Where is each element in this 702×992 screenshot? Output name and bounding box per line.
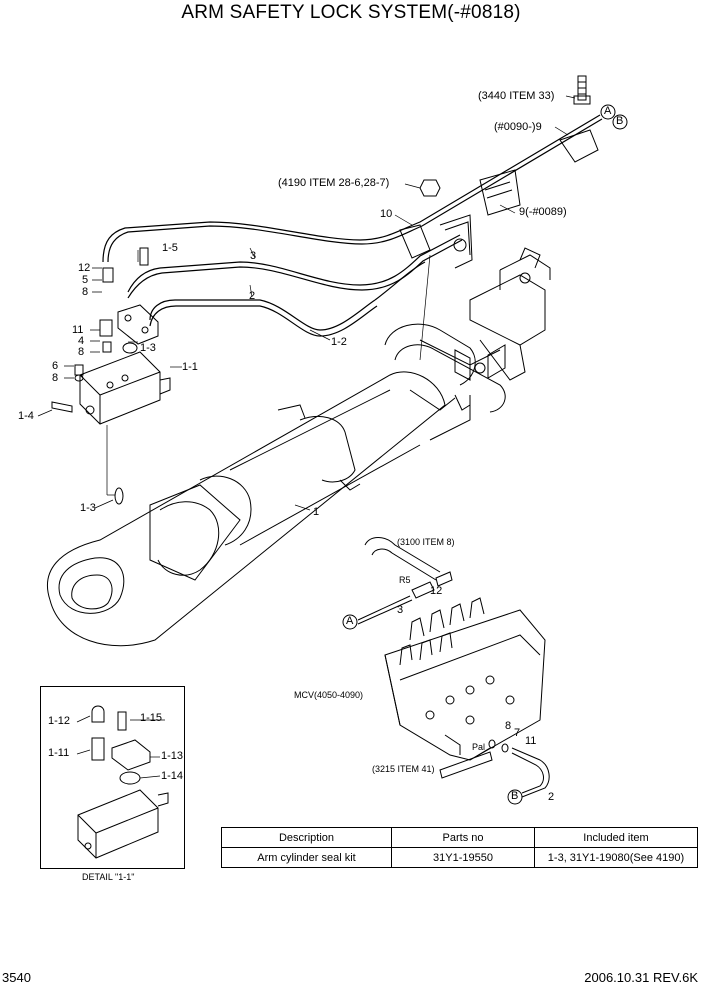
callout-ref-4190: (4190 ITEM 28-6,28-7) [278,177,390,189]
callout-8: 8 [52,372,59,384]
callout-11: 11 [525,735,537,747]
callout-2: 2 [548,791,555,803]
table-header: Description [221,827,392,848]
callout-5: 5 [82,274,89,286]
callout-3: 3 [397,604,404,616]
table-header-row: Description Parts no Included item [221,827,698,848]
parts-table: Description Parts no Included item Arm c… [221,827,698,868]
callout-1-1: 1-1 [182,361,198,373]
clamp-10 [399,214,473,269]
hose-mcv-b [439,739,550,798]
callout-12: 12 [430,585,443,597]
callout-10: 10 [380,208,393,220]
valve-port-label: Pal [472,742,486,752]
callout-1-3: 1-3 [80,502,96,514]
table-row: Arm cylinder seal kit 31Y1-19550 1-3, 31… [221,847,698,868]
callout-ref-0090: (#0090-)9 [494,121,542,133]
table-cell: 1-3, 31Y1-19080(See 4190) [534,847,698,868]
callout-7: 7 [514,727,521,739]
callout-1-3: 1-3 [140,342,156,354]
callout-3: 3 [250,250,257,262]
detail-caption: DETAIL "1-1" [82,872,135,882]
callout-6: 6 [52,360,59,372]
detail-callout-1-14: 1-14 [161,770,184,782]
callout-2: 2 [249,290,256,302]
callout-11: 11 [72,324,84,336]
callout-ref-0089: 9(-#0089) [519,206,567,218]
hose-lower-3 [357,537,453,625]
page-title: ARM SAFETY LOCK SYSTEM(-#0818) [181,2,521,23]
callout-1: 1 [313,506,320,518]
connector-a: A [346,615,354,627]
callout-ref-3215: (3215 ITEM 41) [372,764,435,774]
detail-callout-1-13: 1-13 [161,750,184,762]
bolt-3440 [573,75,591,105]
callout-8: 8 [82,286,89,298]
table-header: Parts no [391,827,535,848]
callout-8: 8 [78,346,85,358]
detail-callout-1-11: 1-11 [48,747,70,759]
callout-ref-3440: (3440 ITEM 33) [478,90,555,102]
callout-ref-3100: (3100 ITEM 8) [397,537,455,547]
valve-block-1-1 [79,351,171,425]
revision-date: 2006.10.31 REV.6K [584,970,698,985]
clamp-9 [479,129,599,216]
o-ring [114,487,124,505]
callout-12: 12 [78,262,91,274]
page-number: 3540 [2,970,31,985]
callout-1-2: 1-2 [331,336,347,348]
cylinder-head [384,247,551,441]
connector-b: B [511,790,519,802]
detail-callout-1-15: 1-15 [140,712,163,724]
table-header: Included item [534,827,698,848]
callout-mcv: MCV(4050-4090) [294,690,364,700]
detail-callout-1-12: 1-12 [48,715,71,727]
callout-1-5: 1-5 [162,242,178,254]
flange-plate [117,304,159,345]
callout-8: 8 [505,720,512,732]
connector-b-top: B [616,115,624,127]
detail-drawing [76,705,169,859]
mcv-block [384,597,546,761]
detail-1-1-box [40,686,185,869]
callout-4: 4 [78,335,85,347]
nut-4190 [419,179,441,197]
valve-port-label: R5 [399,575,411,585]
callout-1-4: 1-4 [18,410,34,422]
o-ring [122,342,138,354]
arm-cylinder [46,371,446,647]
table-cell: Arm cylinder seal kit [221,847,392,868]
pipes [102,114,603,337]
connector-a-top: A [604,105,612,117]
table-cell: 31Y1-19550 [391,847,535,868]
